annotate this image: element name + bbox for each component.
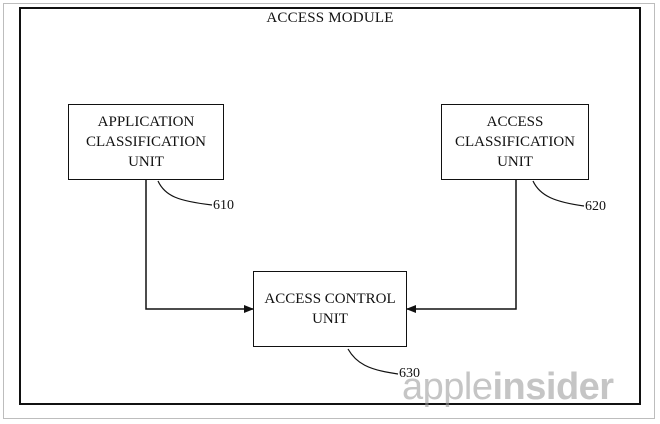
unit-label-line: UNIT (128, 154, 164, 170)
unit-label-line: APPLICATION (97, 114, 195, 130)
ref-number-620: 620 (585, 199, 606, 214)
ref-number-630: 630 (399, 366, 420, 381)
access-classification-unit: ACCESS CLASSIFICATION UNIT (441, 104, 589, 180)
ref-number-610: 610 (213, 198, 234, 213)
leader-630 (347, 348, 399, 375)
leader-610 (157, 180, 213, 206)
watermark-part: apple (402, 366, 493, 408)
module-title: ACCESS MODULE (266, 10, 394, 26)
connector-access-to-control (406, 180, 517, 313)
unit-label-line: CLASSIFICATION (454, 134, 575, 150)
unit-label-line: CLASSIFICATION (85, 134, 206, 150)
connector-app-to-control (145, 180, 254, 313)
watermark-part: insider (492, 366, 614, 408)
access-module-box (19, 7, 641, 405)
access-control-unit: ACCESS CONTROL UNIT (253, 271, 407, 347)
application-classification-unit: APPLICATION CLASSIFICATION UNIT (68, 104, 224, 180)
leader-620 (532, 180, 585, 207)
appleinsider-watermark: appleinsider (402, 366, 614, 409)
unit-label-line: UNIT (312, 311, 348, 327)
unit-label-line: ACCESS (486, 114, 544, 130)
unit-label-line: UNIT (497, 154, 533, 170)
unit-label-line: ACCESS CONTROL (264, 291, 396, 307)
image-border (3, 3, 655, 419)
